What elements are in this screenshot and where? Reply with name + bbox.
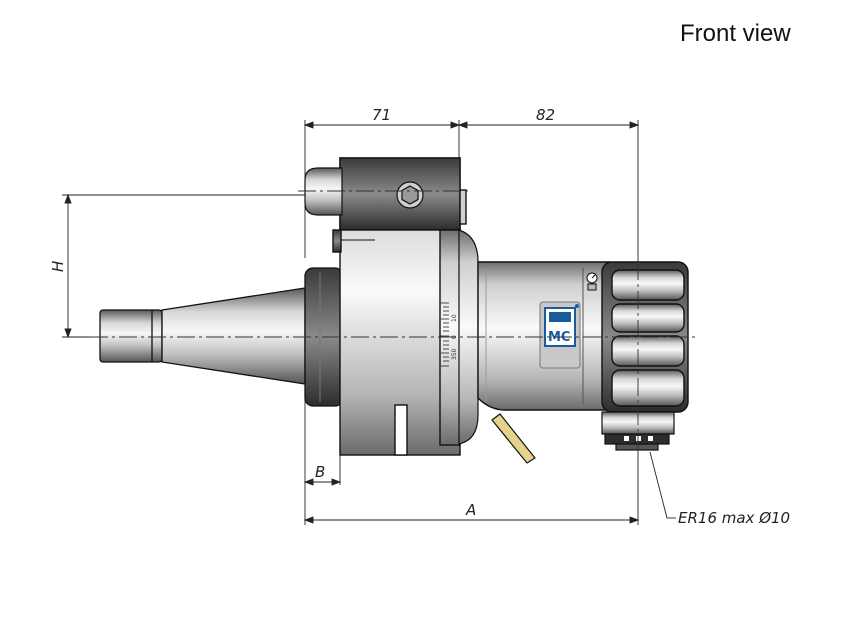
gauge-icon [586,272,598,291]
scale-mark-350: 350 [451,348,458,360]
coolant-nozzle [491,413,536,464]
dimension-H: H [49,261,67,272]
logo-text: MC [548,330,570,345]
dimension-A: A [465,501,476,519]
dimension-71: 71 [372,106,391,124]
dimension-B: B [315,463,325,481]
overall-dimension [303,516,640,524]
pin [304,167,343,216]
scale-mark-10: 10 [451,314,458,322]
center-lines [90,190,698,470]
offset-dimension [303,400,342,525]
collet-leader [649,451,676,519]
view-title: Front view [680,20,791,47]
collet-callout: ER16 max Ø10 [678,509,790,527]
taper-shank [99,287,306,385]
hex-socket-icon [396,181,424,209]
brand-logo: MC [539,301,581,369]
dimension-82: 82 [536,106,555,124]
